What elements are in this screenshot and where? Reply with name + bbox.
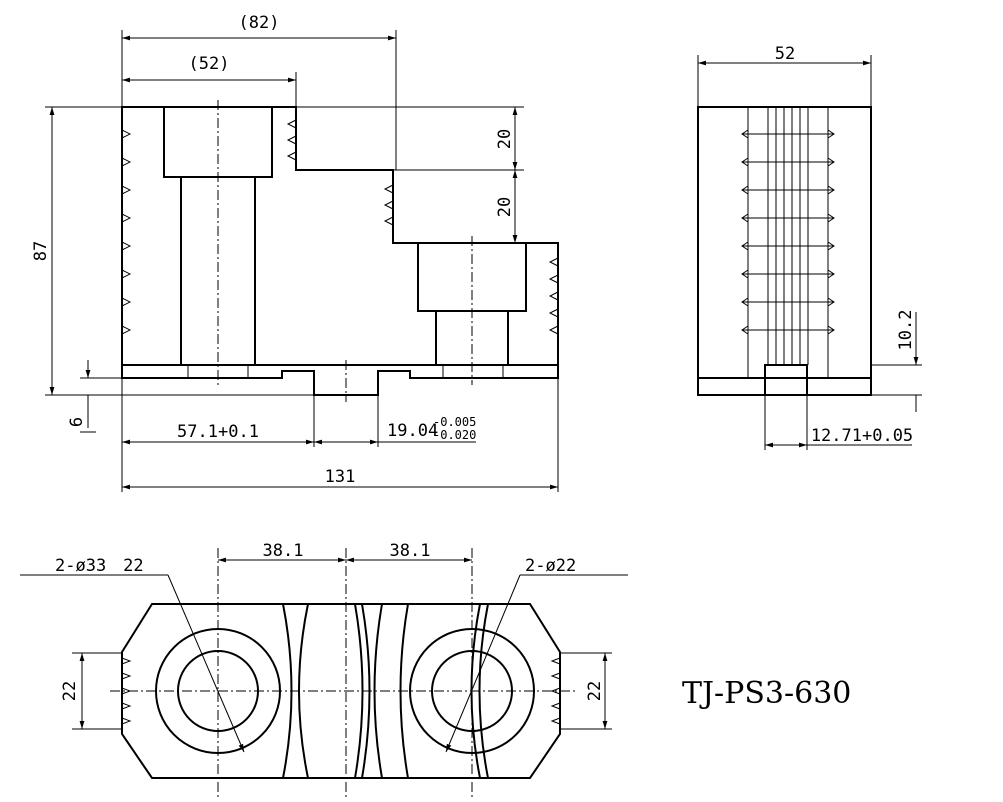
model-number: TJ-PS3-630 bbox=[682, 676, 851, 711]
serrations-left bbox=[121, 129, 132, 335]
dim-pitch-left: 38.1 bbox=[263, 541, 304, 561]
front-view-base bbox=[121, 364, 559, 396]
dim-key-height: 10.2 bbox=[896, 310, 916, 351]
dim-key-width-lower-tol: -0.020 bbox=[433, 428, 476, 442]
dim-overall-length: (82) bbox=[239, 13, 280, 33]
label-hole: 2-ø22 bbox=[525, 556, 576, 576]
side-view-key bbox=[764, 364, 808, 396]
dim-key-width: 12.71+0.05 bbox=[811, 426, 913, 446]
dim-key-width-base: 19.04 bbox=[387, 421, 438, 441]
label-counterbore: 2-ø33 22 bbox=[55, 556, 144, 576]
dim-key-width-upper-tol: -0.005 bbox=[433, 415, 476, 429]
dim-base: 6 bbox=[67, 417, 87, 427]
side-view-serrations bbox=[741, 107, 835, 365]
dim-bore-width: (52) bbox=[189, 54, 230, 74]
front-view: (82) (52) 20 20 87 6 57.1+0.1 19.04 -0.0… bbox=[31, 13, 559, 492]
dim-key-offset: 57.1+0.1 bbox=[177, 422, 259, 442]
dim-end-right: 22 bbox=[585, 681, 605, 701]
dim-total-length: 131 bbox=[325, 467, 356, 487]
dim-side-width: 52 bbox=[775, 44, 795, 64]
dim-step-upper: 20 bbox=[495, 129, 515, 149]
serrations-step1 bbox=[286, 119, 559, 335]
top-view-outline bbox=[121, 603, 561, 779]
front-view-hatched-body bbox=[121, 106, 559, 366]
bore-right bbox=[435, 310, 509, 366]
dim-height: 87 bbox=[31, 241, 51, 261]
dim-step-lower: 20 bbox=[495, 197, 515, 217]
top-view: 38.1 38.1 2-ø33 22 2-ø22 22 22 bbox=[20, 541, 628, 800]
dim-pitch-right: 38.1 bbox=[390, 541, 431, 561]
side-view: 52 10.2 12.71+0.05 bbox=[697, 44, 922, 450]
dim-end-left: 22 bbox=[60, 681, 80, 701]
